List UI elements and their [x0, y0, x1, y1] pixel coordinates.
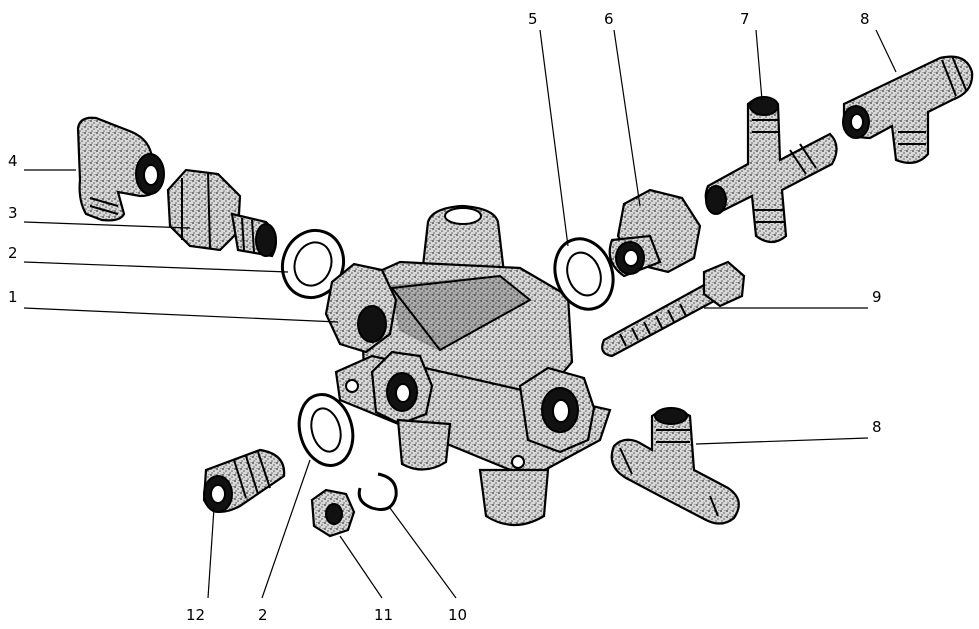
label-11: 11	[374, 606, 393, 624]
label-4: 4	[8, 152, 18, 170]
leader-11	[339, 535, 383, 599]
label-1: 1	[8, 288, 18, 306]
nut-part-11	[310, 488, 356, 538]
leader-3	[23, 221, 191, 229]
washer-part-5	[553, 237, 615, 311]
leader-2-upper	[23, 261, 289, 273]
label-3: 3	[8, 204, 18, 222]
label-9: 9	[872, 288, 882, 306]
leader-6	[613, 29, 641, 207]
label-7: 7	[740, 10, 750, 28]
leader-12	[207, 507, 215, 599]
tee-fitting-part-8-lower	[610, 407, 740, 525]
union-nut-part-3	[166, 168, 277, 258]
washer-part-2-lower	[297, 393, 355, 467]
nipple-part-12	[202, 448, 286, 513]
part-labels: 4 3 2 1 5 6 7 8 9 8 12 2 11 10	[8, 10, 882, 624]
nut-part-6	[608, 188, 702, 278]
label-2-lower: 2	[258, 606, 268, 624]
bolt-part-9	[601, 260, 746, 358]
label-8-lower: 8	[872, 418, 882, 436]
tee-fitting-part-8-upper	[842, 55, 974, 165]
label-6: 6	[604, 10, 614, 28]
label-2-upper: 2	[8, 244, 18, 262]
elbow-fitting-part-4	[76, 116, 165, 222]
leader-lines	[23, 29, 897, 599]
leader-5	[539, 29, 569, 247]
leader-8-upper	[875, 29, 897, 73]
label-12: 12	[186, 606, 205, 624]
label-8-upper: 8	[860, 10, 870, 28]
leader-8-lower	[695, 437, 869, 445]
label-10: 10	[448, 606, 467, 624]
leader-2-lower	[261, 459, 311, 599]
label-5: 5	[528, 10, 538, 28]
leader-7	[755, 29, 763, 101]
cross-fitting-part-7	[704, 96, 838, 244]
valve-body-part-1	[324, 204, 612, 526]
snap-ring-part-10	[357, 472, 398, 511]
leader-1	[23, 307, 339, 323]
leader-10	[389, 507, 457, 599]
